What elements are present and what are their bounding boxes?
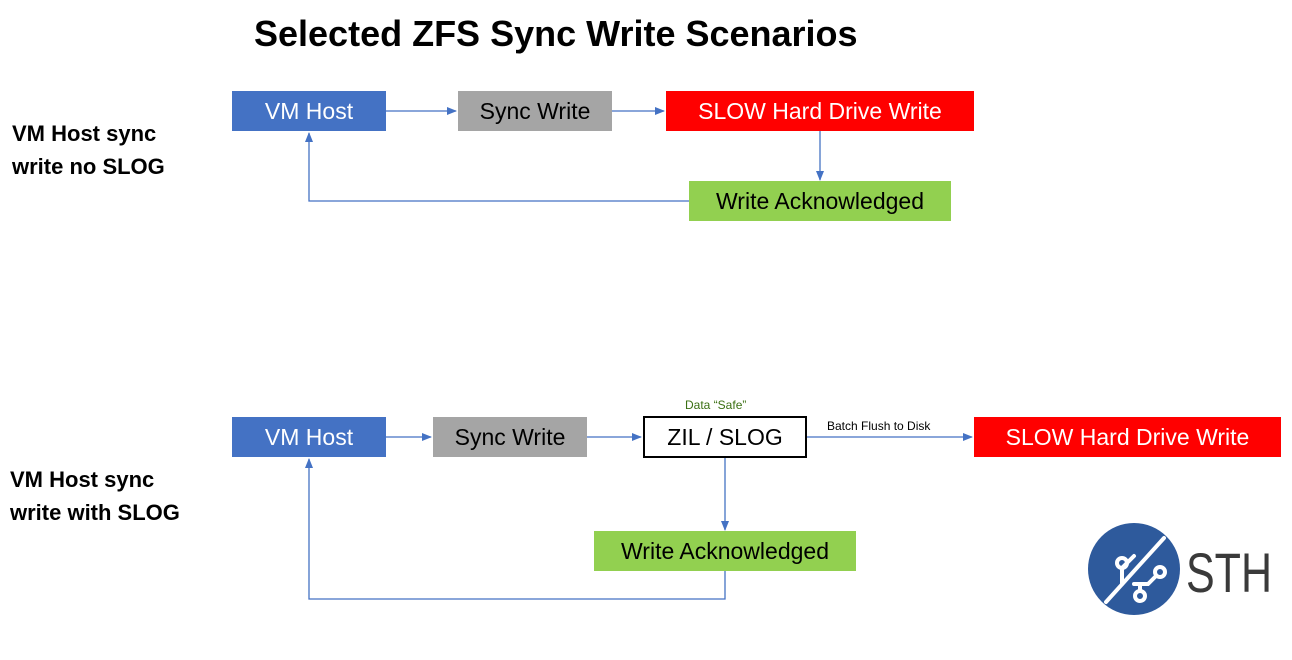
logo-text: STH [1186,541,1272,604]
arrow-ack-to-vmhost-1 [305,132,689,202]
batch-flush-note: Batch Flush to Disk [827,419,931,433]
scenario-1-label: VM Host sync write no SLOG [12,117,212,183]
scenario-1-slow-write-box: SLOW Hard Drive Write [666,91,974,131]
scenario-2-write-ack-box: Write Acknowledged [594,531,856,571]
data-safe-note: Data “Safe” [685,398,747,412]
scenario-1-write-ack-box: Write Acknowledged [689,181,951,221]
diagram-title: Selected ZFS Sync Write Scenarios [254,13,858,54]
sth-logo: STH [1086,518,1280,620]
arrow-ack-to-vmhost-2 [305,458,726,600]
circuit-icon [1104,536,1167,604]
scenario-2-label-line1: VM Host sync [10,467,155,492]
scenario-1-label-line2: write no SLOG [12,154,165,179]
scenario-1-vm-host-box: VM Host [232,91,386,131]
sth-logo-graphic: STH [1088,523,1272,615]
scenario-2-vm-host-box: VM Host [232,417,386,457]
scenario-2-label-line2: write with SLOG [10,500,180,525]
scenario-2-label: VM Host sync write with SLOG [10,463,210,529]
scenario-1-sync-write-box: Sync Write [458,91,612,131]
scenario-1-label-line1: VM Host sync [12,121,157,146]
scenario-2-sync-write-box: Sync Write [433,417,587,457]
scenario-2-zil-slog-box: ZIL / SLOG [643,416,807,458]
scenario-2-slow-write-box: SLOW Hard Drive Write [974,417,1281,457]
